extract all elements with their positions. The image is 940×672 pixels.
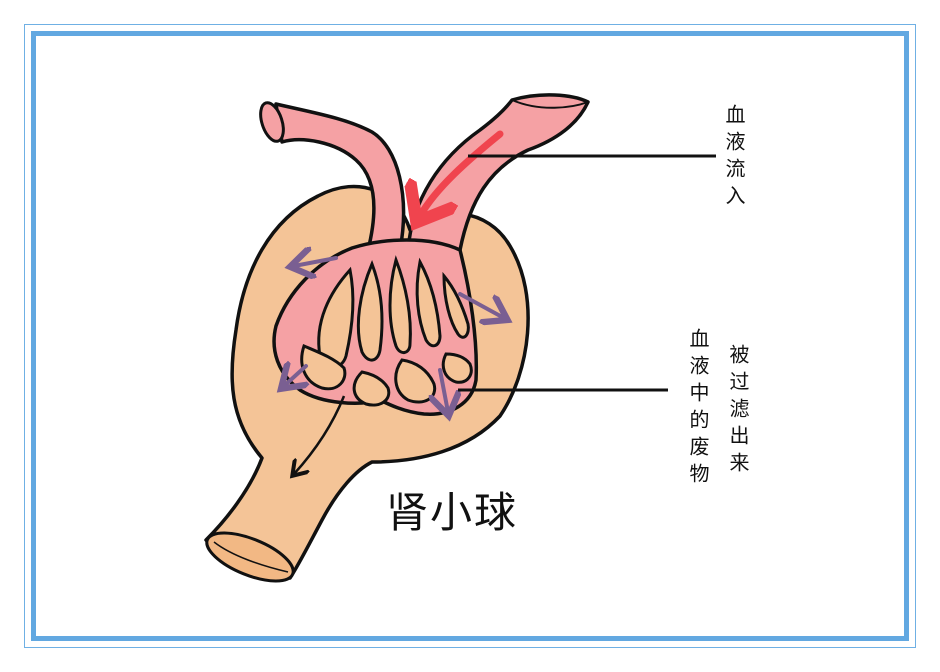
label-filtered-out: 被过滤出来	[726, 344, 750, 479]
inflow-arrow	[420, 130, 504, 216]
inner-frame-border	[31, 31, 909, 641]
outer-frame-border	[24, 24, 916, 648]
diagram-title: 肾小球	[386, 488, 519, 537]
afferent-arteriole	[406, 93, 590, 252]
capillary-loops	[300, 255, 473, 407]
efferent-opening	[259, 101, 285, 143]
tubule-opening	[205, 531, 295, 583]
label-blood-waste: 血液中的废物	[686, 328, 710, 490]
label-blood-inflow: 血液流入	[722, 104, 746, 212]
efferent-arteriole	[274, 102, 406, 252]
filtration-arrows	[284, 258, 504, 412]
outflow-arrow	[294, 395, 346, 474]
